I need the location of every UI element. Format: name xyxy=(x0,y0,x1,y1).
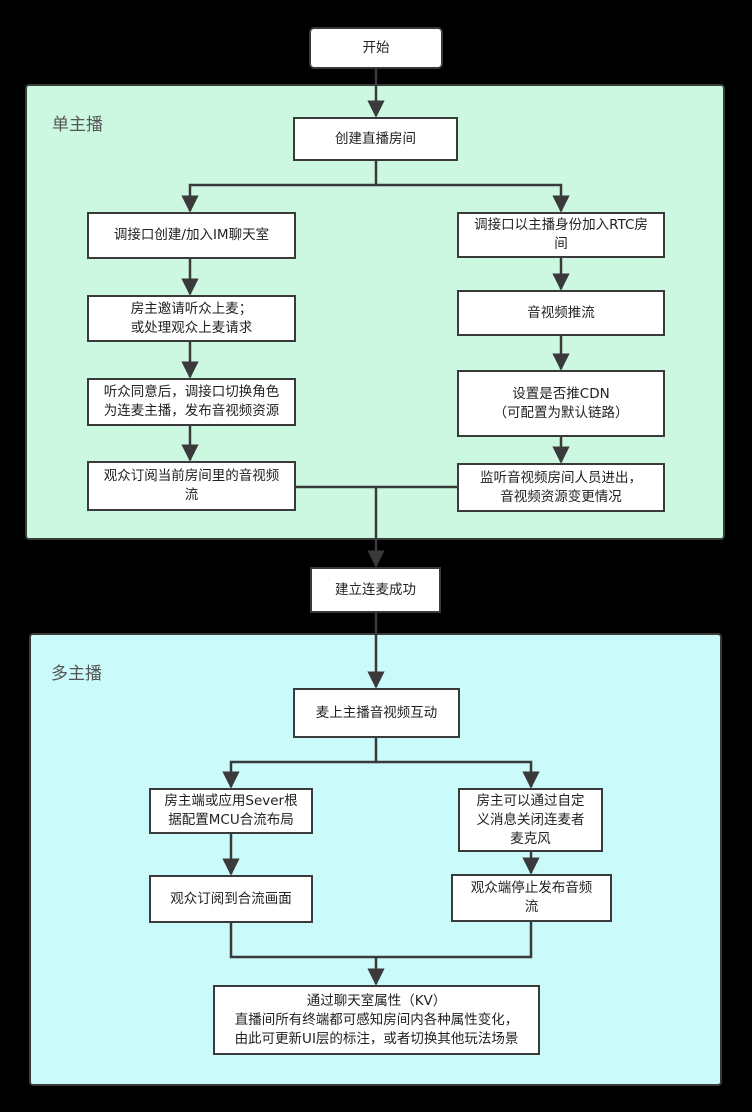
cdn-node: 设置是否推CDN （可配置为默认链路） xyxy=(457,370,665,437)
multi-host-label: 多主播 xyxy=(51,664,102,684)
mcu-node: 房主端或应用Sever根 据配置MCU合流布局 xyxy=(149,788,313,834)
edge-merge-multi xyxy=(229,921,533,984)
join-im-node: 调接口创建/加入IM聊天室 xyxy=(87,212,296,259)
watch-mixed-node: 观众订阅到合流画面 xyxy=(149,875,313,923)
kv-node: 通过聊天室属性（KV） 直播间所有终端都可感知房间内各种属性变化， 由此可更新U… xyxy=(213,985,540,1055)
edge-interact-left xyxy=(222,737,378,789)
connected-node: 建立连麦成功 xyxy=(310,567,441,613)
edge-create-split xyxy=(181,160,378,213)
join-rtc-node: 调接口以主播身份加入RTC房 间 xyxy=(457,212,665,258)
single-host-label: 单主播 xyxy=(52,115,103,135)
mute-node: 房主可以通过自定 义消息关闭连麦者 麦克风 xyxy=(458,788,603,852)
edge-interact-right xyxy=(376,760,540,789)
stop-audio-node: 观众端停止发布音频 流 xyxy=(451,874,612,922)
monitor-node: 监听音视频房间人员进出， 音视频资源变更情况 xyxy=(457,463,665,512)
start-node: 开始 xyxy=(309,27,443,69)
edge-create-right xyxy=(376,183,570,213)
subscribe-node: 观众订阅当前房间里的音视频 流 xyxy=(87,461,296,511)
interact-node: 麦上主播音视频互动 xyxy=(293,688,460,738)
edge-merge-single xyxy=(296,485,457,566)
create-room-node: 创建直播房间 xyxy=(293,117,458,161)
push-stream-node: 音视频推流 xyxy=(457,290,665,336)
invite-node: 房主邀请听众上麦； 或处理观众上麦请求 xyxy=(87,295,296,342)
switch-role-node: 听众同意后，调接口切换角色 为连麦主播，发布音视频资源 xyxy=(87,378,296,426)
